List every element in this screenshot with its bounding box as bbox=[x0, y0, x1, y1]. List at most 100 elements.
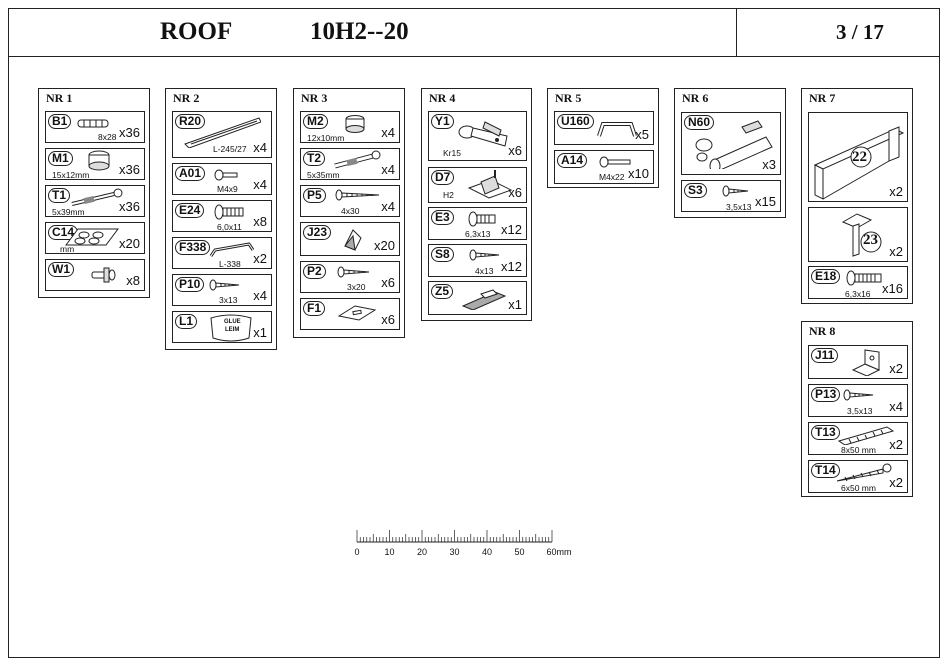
part-quantity: x4 bbox=[253, 177, 267, 192]
hanger-rod-icon bbox=[209, 242, 255, 257]
scale-ruler: 0 10 20 30 40 50 60mm bbox=[352, 528, 572, 562]
part-z5: Z5 x1 bbox=[428, 281, 527, 315]
part-j23: J23 x20 bbox=[300, 222, 400, 256]
group-nr6: NR 6 N60 x3 S3 3,5x13 x15 bbox=[674, 88, 786, 218]
part-y1: Y1 Kr15 x6 bbox=[428, 111, 527, 161]
part-code: C14 bbox=[48, 225, 79, 240]
corner-bracket-icon bbox=[344, 229, 362, 251]
part-quantity: x8 bbox=[253, 214, 267, 229]
part-code: T14 bbox=[811, 463, 840, 478]
group-nr7: NR 7 22 x2 23 x2 E18 6,3x16 x16 bbox=[801, 88, 913, 304]
ruler-label: 20 bbox=[416, 547, 428, 557]
part-dimension: mm bbox=[60, 244, 75, 254]
part-quantity: x4 bbox=[381, 125, 395, 140]
part-quantity: x12 bbox=[501, 222, 522, 237]
ruler-label: 60mm bbox=[546, 547, 572, 557]
screw-icon bbox=[469, 249, 500, 261]
rail-support-icon bbox=[695, 120, 773, 169]
part-code: U160 bbox=[557, 114, 594, 129]
rail-icon bbox=[184, 117, 261, 148]
part-quantity: x16 bbox=[882, 281, 903, 296]
part-code: N60 bbox=[684, 115, 715, 130]
part-quantity: x1 bbox=[508, 297, 522, 312]
part-code: L1 bbox=[175, 314, 198, 329]
part-p2: P2 3x20 x6 bbox=[300, 261, 400, 293]
part-quantity: x12 bbox=[501, 259, 522, 274]
part-dimension: L-245/27 bbox=[213, 144, 247, 154]
group-title: NR 8 bbox=[809, 324, 836, 338]
hinge-icon bbox=[458, 121, 508, 147]
part-l1: L1 GLUE LEIM x1 bbox=[172, 311, 272, 343]
part-code: E3 bbox=[431, 210, 454, 225]
screw-icon bbox=[722, 185, 749, 197]
part-d7: D7 H2 x6 bbox=[428, 167, 527, 203]
felt-pads-icon bbox=[65, 228, 119, 246]
part-e24: E24 6,0x11 x8 bbox=[172, 200, 272, 232]
part-quantity: x5 bbox=[635, 127, 649, 142]
product-title: ROOF bbox=[160, 18, 233, 45]
part-quantity: x15 bbox=[755, 194, 776, 209]
part-code: S8 bbox=[431, 247, 454, 262]
wall-screw-icon bbox=[836, 463, 892, 482]
part-quantity: x8 bbox=[126, 273, 140, 288]
part-t13: T13 8x50 mm x2 bbox=[808, 422, 908, 455]
part-code: E18 bbox=[811, 269, 841, 284]
part-dimension: H2 bbox=[443, 190, 454, 200]
cam-lock-icon bbox=[345, 115, 365, 133]
group-title: NR 7 bbox=[809, 91, 836, 105]
group-nr1: NR 1 B1 8x28 x36 M1 15x12mm x36 T1 5x39m… bbox=[38, 88, 150, 298]
part-e18: E18 6,3x16 x16 bbox=[808, 266, 908, 299]
part-quantity: x4 bbox=[253, 140, 267, 155]
cam-lock-icon bbox=[88, 150, 110, 171]
part-dimension: 6x50 mm bbox=[841, 483, 876, 493]
part-code: D7 bbox=[431, 170, 455, 185]
group-nr8: NR 8 J11 x2 P13 3,5x13 x4 T13 8x50 mm x2… bbox=[801, 321, 913, 497]
part-22: 22 x2 bbox=[808, 112, 908, 202]
part-dimension: 4x13 bbox=[475, 266, 494, 276]
part-code: F338 bbox=[175, 240, 211, 255]
part-dimension: 6,3x16 bbox=[845, 289, 871, 299]
part-dimension: 3x20 bbox=[347, 282, 366, 292]
part-dimension: M4x9 bbox=[217, 184, 238, 194]
part-quantity: x36 bbox=[119, 162, 140, 177]
part-quantity: x2 bbox=[889, 475, 903, 490]
part-w1: W1 x8 bbox=[45, 259, 145, 291]
header-bar bbox=[8, 8, 940, 57]
part-dimension: 3,5x13 bbox=[726, 202, 752, 212]
part-a01: A01 M4x9 x4 bbox=[172, 163, 272, 195]
group-nr3: NR 3 M2 12x10mm x4 T2 5x35mm x4 P5 4x30 … bbox=[293, 88, 405, 338]
screw-icon bbox=[335, 189, 380, 201]
page-number: 3 / 17 bbox=[836, 20, 884, 44]
part-code: T2 bbox=[303, 151, 326, 166]
part-code: P2 bbox=[303, 264, 326, 279]
part-code: B1 bbox=[48, 114, 72, 129]
euro-screw-icon bbox=[846, 270, 882, 286]
part-p13: P13 3,5x13 x4 bbox=[808, 384, 908, 417]
part-dimension: 6,0x11 bbox=[217, 222, 242, 232]
part-p5: P5 4x30 x4 bbox=[300, 185, 400, 217]
ruler-label: 40 bbox=[481, 547, 493, 557]
part-code: P13 bbox=[811, 387, 841, 402]
part-dimension: 8x28 bbox=[98, 132, 117, 142]
part-dimension: 3,5x13 bbox=[847, 406, 873, 416]
part-t14: T14 6x50 mm x2 bbox=[808, 460, 908, 493]
ruler-label: 30 bbox=[449, 547, 460, 557]
part-p10: P10 3x13 x4 bbox=[172, 274, 272, 306]
ruler-label: 0 bbox=[354, 547, 360, 557]
euro-screw-icon bbox=[214, 204, 244, 220]
part-quantity: x4 bbox=[381, 199, 395, 214]
glue-label: GLUE bbox=[224, 319, 241, 325]
part-m1: M1 15x12mm x36 bbox=[45, 148, 145, 180]
part-quantity: x2 bbox=[253, 251, 267, 266]
screw-icon bbox=[209, 279, 240, 291]
part-dimension: 12x10mm bbox=[307, 133, 345, 143]
part-s8: S8 4x13 x12 bbox=[428, 244, 527, 277]
part-quantity: x20 bbox=[374, 238, 395, 253]
part-dimension: 15x12mm bbox=[52, 170, 90, 180]
part-number: 23 bbox=[863, 232, 878, 248]
part-code: A14 bbox=[557, 153, 588, 168]
part-23: 23 x2 bbox=[808, 207, 908, 262]
shelf-pin-icon bbox=[91, 267, 116, 283]
group-title: NR 3 bbox=[301, 91, 328, 105]
part-s3: S3 3,5x13 x15 bbox=[681, 180, 781, 212]
